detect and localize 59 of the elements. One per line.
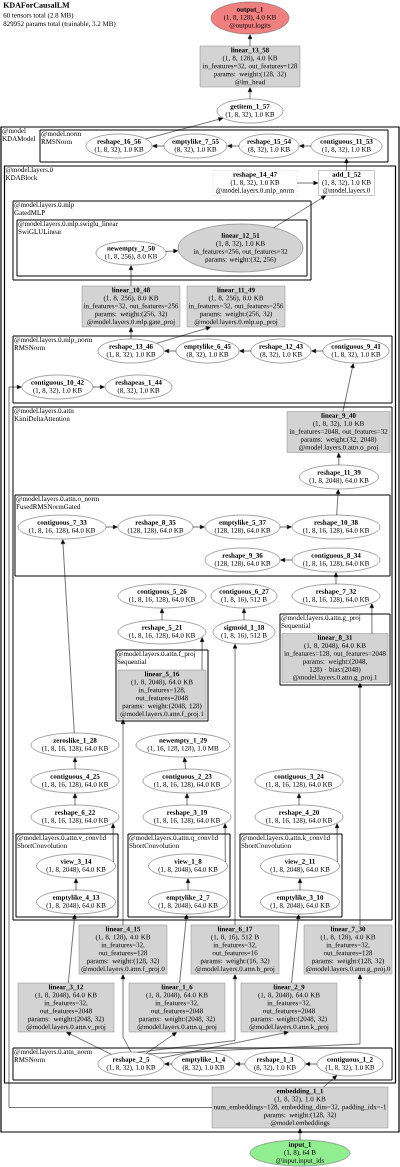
arrow xyxy=(137,974,238,1053)
arrow xyxy=(110,823,116,863)
arrow xyxy=(239,348,252,354)
arrow xyxy=(185,878,191,891)
arrow xyxy=(299,143,312,149)
arrow xyxy=(120,974,132,1053)
arrow xyxy=(159,1030,289,1059)
arrow xyxy=(146,1032,177,1054)
arrow xyxy=(192,524,205,530)
arrow xyxy=(247,87,253,100)
arrow xyxy=(179,914,189,984)
arrow xyxy=(335,489,341,516)
arrow xyxy=(148,974,363,1055)
arrow xyxy=(241,608,247,621)
arrow xyxy=(184,793,190,806)
arrow xyxy=(72,757,78,770)
arrow xyxy=(296,180,319,186)
arrow xyxy=(336,452,341,466)
arrow xyxy=(165,248,179,254)
arrow xyxy=(105,524,118,530)
arrow xyxy=(291,914,301,984)
arrow xyxy=(68,914,77,984)
arrow xyxy=(357,682,363,926)
arrow xyxy=(120,719,126,926)
arrow xyxy=(164,348,177,354)
arrow xyxy=(159,608,165,621)
arrow xyxy=(280,557,293,563)
arrow xyxy=(200,637,205,671)
arrow xyxy=(333,572,339,585)
arrow xyxy=(235,1061,246,1067)
arrow xyxy=(222,823,228,863)
arrow xyxy=(279,524,292,530)
arrow xyxy=(311,348,324,354)
arrow xyxy=(369,603,374,634)
arrow xyxy=(323,1075,338,1088)
arrow xyxy=(296,793,302,806)
arrow xyxy=(297,1128,303,1141)
arrow xyxy=(247,34,253,47)
arrow xyxy=(232,643,238,926)
arrow xyxy=(72,793,78,806)
arrow xyxy=(227,143,240,149)
arrow xyxy=(128,265,134,287)
arrow xyxy=(164,1061,173,1067)
arrow xyxy=(128,327,134,340)
arrow xyxy=(73,878,79,891)
arrow xyxy=(66,1032,112,1055)
arrow xyxy=(342,363,355,412)
arrow xyxy=(60,539,75,734)
arrow xyxy=(182,757,187,770)
arrow xyxy=(145,117,224,140)
arrow xyxy=(334,823,340,863)
arrow xyxy=(344,158,349,171)
arrow xyxy=(8,384,213,1108)
arrow xyxy=(297,878,303,891)
arrow xyxy=(92,384,105,390)
arrow xyxy=(305,1061,318,1067)
arrow xyxy=(273,195,326,228)
arrow xyxy=(156,326,211,344)
arrow xyxy=(152,143,165,149)
